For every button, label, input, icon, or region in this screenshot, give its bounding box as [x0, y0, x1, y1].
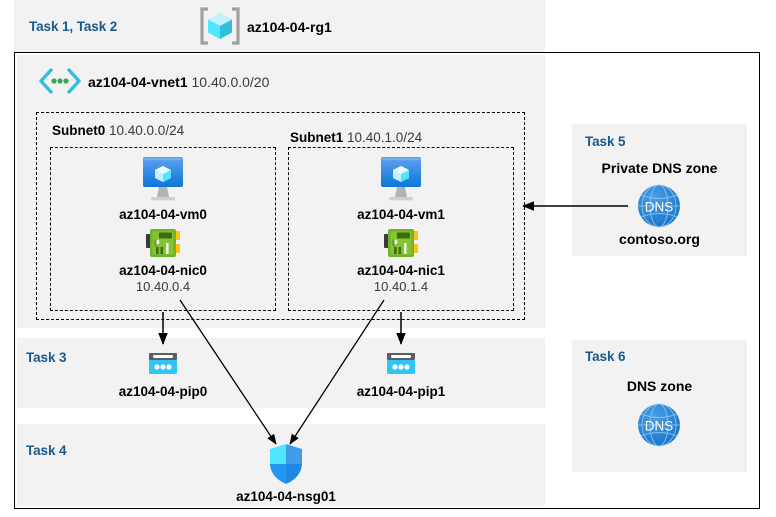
network-interface-icon: [351, 226, 451, 260]
vnet-panel: [17, 55, 545, 328]
nic0-node[interactable]: az104-04-nic0 10.40.0.4: [113, 226, 213, 295]
nsg-node[interactable]: az104-04-nsg01: [231, 443, 341, 505]
subnet1-box: [288, 147, 514, 311]
subnet0-box: [50, 147, 276, 311]
subnet0-title: Subnet0 10.40.0.0/24: [52, 123, 184, 138]
subnet1-name: Subnet1: [290, 130, 344, 145]
subnet1-title: Subnet1 10.40.1.0/24: [290, 130, 422, 145]
dns-zone-icon[interactable]: DNS: [631, 183, 687, 229]
nic1-ip: 10.40.1.4: [373, 279, 429, 294]
resource-group-icon: [199, 6, 241, 46]
nic0-ip: 10.40.0.4: [135, 279, 191, 294]
virtual-network-icon: [38, 68, 82, 94]
vnet-title: az104-04-vnet1 10.40.0.0/20: [88, 74, 269, 90]
virtual-machine-icon: [113, 155, 213, 203]
nic0-label: az104-04-nic0: [119, 263, 207, 278]
pip0-node[interactable]: az104-04-pip0: [113, 350, 213, 400]
subnet1-cidr: 10.40.1.0/24: [343, 130, 423, 145]
vm0-node[interactable]: az104-04-vm0: [113, 155, 213, 223]
nsg-label: az104-04-nsg01: [236, 489, 336, 504]
private-dns-zone-name: contoso.org: [619, 231, 700, 247]
dns-icon-text: DNS: [645, 200, 674, 215]
dns-zone-icon[interactable]: DNS: [631, 402, 687, 448]
task1-task2-band: [14, 0, 545, 52]
subnet0-name: Subnet0: [52, 123, 106, 138]
vm1-label: az104-04-vm1: [357, 207, 445, 222]
pip1-node[interactable]: az104-04-pip1: [351, 350, 451, 400]
vnet-cidr: 10.40.0.0/20: [187, 74, 270, 90]
vnet-name: az104-04-vnet1: [88, 74, 188, 90]
nic1-label: az104-04-nic1: [357, 263, 445, 278]
resource-group-name: az104-04-rg1: [247, 19, 332, 35]
network-interface-icon: [113, 226, 213, 260]
task4-label: Task 4: [26, 443, 67, 458]
pip1-label: az104-04-pip1: [356, 384, 446, 399]
nic1-node[interactable]: az104-04-nic1 10.40.1.4: [351, 226, 451, 295]
vm1-node[interactable]: az104-04-vm1: [351, 155, 451, 223]
task5-label: Task 5: [585, 134, 626, 149]
public-ip-address-icon: [113, 350, 213, 380]
pip0-label: az104-04-pip0: [118, 384, 208, 399]
task6-label: Task 6: [585, 349, 626, 364]
task3-panel: [17, 338, 545, 408]
subnets-container: [36, 112, 525, 320]
network-security-group-icon: [231, 443, 341, 485]
virtual-machine-icon: [351, 155, 451, 203]
subnet0-cidr: 10.40.0.0/24: [105, 123, 185, 138]
private-dns-zone-heading: Private DNS zone: [601, 160, 718, 176]
dns-icon-text: DNS: [645, 419, 674, 434]
vm0-label: az104-04-vm0: [119, 207, 207, 222]
task1-task2-label: Task 1, Task 2: [29, 19, 118, 34]
public-ip-address-icon: [351, 350, 451, 380]
task3-label: Task 3: [26, 350, 67, 365]
dns-zone-heading: DNS zone: [626, 378, 693, 394]
